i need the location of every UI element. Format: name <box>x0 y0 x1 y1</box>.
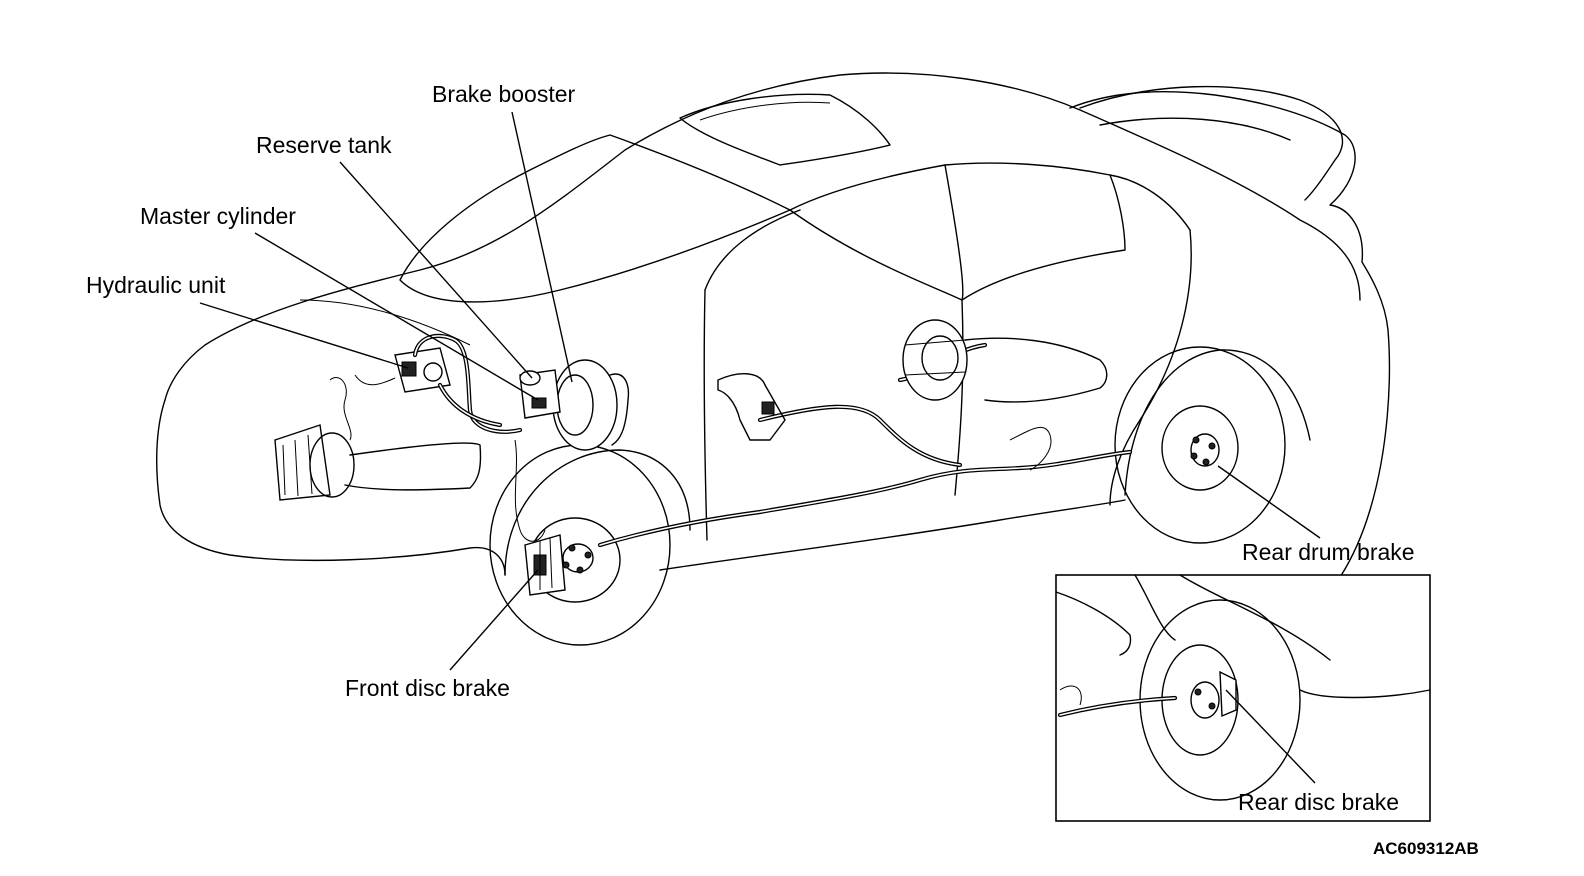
left-front-brake <box>274 377 482 501</box>
hydraulic-unit <box>354 333 523 434</box>
label-rear-disc-brake: Rear disc brake <box>1238 789 1399 815</box>
car-body-outline <box>156 72 1391 621</box>
leader-lines <box>199 111 1321 784</box>
parking-brake-lever <box>717 373 786 441</box>
brake-lines <box>597 337 1133 548</box>
brake-booster-assembly <box>514 359 630 542</box>
spare-drum <box>902 319 968 401</box>
label-master-cylinder: Master cylinder <box>140 203 296 229</box>
label-hydraulic-unit: Hydraulic unit <box>86 272 226 298</box>
rear-disc-inset <box>1055 574 1431 822</box>
figure-code: AC609312AB <box>1373 839 1479 858</box>
front-wheel <box>489 444 671 646</box>
label-rear-drum-brake: Rear drum brake <box>1242 539 1415 565</box>
label-brake-booster: Brake booster <box>432 81 576 107</box>
label-reserve-tank: Reserve tank <box>256 132 392 158</box>
label-front-disc-brake: Front disc brake <box>345 675 510 701</box>
rear-wheel <box>1114 346 1286 544</box>
